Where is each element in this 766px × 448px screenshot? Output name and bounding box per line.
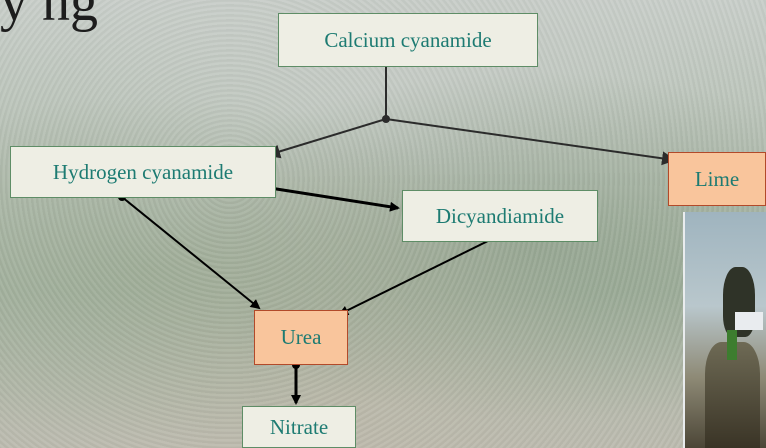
edge-urea-to-nitrate <box>291 361 301 405</box>
edge-to-lime <box>385 118 676 166</box>
node-lime: Lime <box>668 152 766 206</box>
node-dicyandiamide: Dicyandiamide <box>402 190 598 242</box>
edge-hydrogen-to-urea <box>118 193 261 310</box>
node-calcium-cyanamide: Calcium cyanamide <box>278 13 538 67</box>
edge-hydrogen-to-dicyandiamide <box>266 184 400 212</box>
node-hydrogen-cyanamide: Hydrogen cyanamide <box>10 146 276 198</box>
slide-title-fragment: y ng <box>0 0 98 33</box>
edge-dicyandiamide-to-urea <box>338 234 498 315</box>
inset-photo <box>683 212 766 448</box>
edge-to-hydrogen-cyanamide <box>266 118 387 159</box>
node-nitrate: Nitrate <box>242 406 356 448</box>
node-urea: Urea <box>254 310 348 365</box>
